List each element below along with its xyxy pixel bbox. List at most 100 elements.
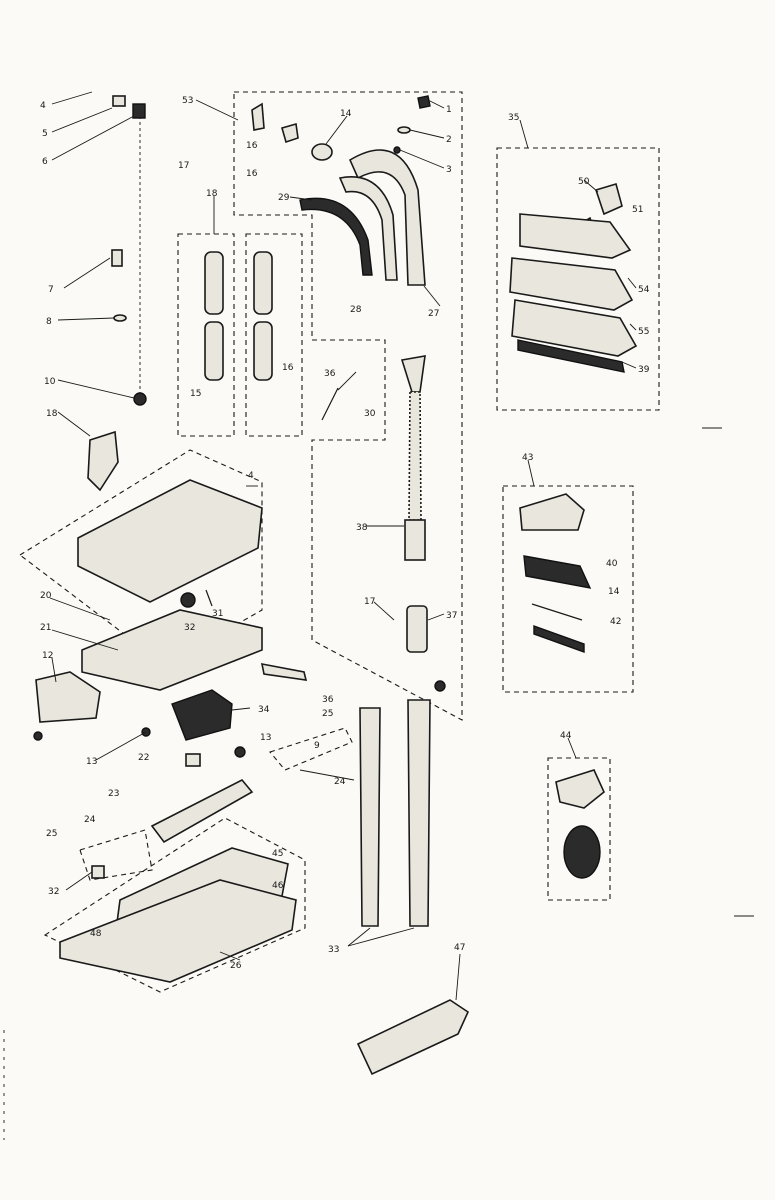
callout-20: 20 bbox=[40, 591, 52, 601]
callout-22: 22 bbox=[138, 753, 149, 763]
brush-cover-part bbox=[519, 213, 632, 259]
callout-34: 34 bbox=[258, 705, 270, 715]
upholstery-tool-part bbox=[519, 493, 585, 531]
callout-5: 5 bbox=[42, 129, 48, 139]
canister-lid-part bbox=[77, 479, 263, 603]
callout-1: 1 bbox=[446, 105, 452, 115]
callout-28: 28 bbox=[350, 305, 362, 315]
callout-50: 50 bbox=[578, 177, 590, 187]
wand-coupler-part bbox=[404, 519, 426, 561]
upholstery-wire-part bbox=[531, 603, 583, 621]
callout-18: 18 bbox=[206, 189, 218, 199]
callout-42: 42 bbox=[610, 617, 621, 627]
hose-swivel-part bbox=[281, 122, 299, 144]
flex-wand-part bbox=[408, 391, 422, 521]
callout-38: 38 bbox=[356, 523, 368, 533]
brush-frame-part bbox=[511, 299, 638, 357]
motor-bolt-part bbox=[234, 746, 246, 758]
callout-26: 26 bbox=[230, 961, 242, 971]
callout-37: 37 bbox=[446, 611, 457, 621]
callout-17: 17 bbox=[364, 597, 375, 607]
callout-7: 7 bbox=[48, 285, 54, 295]
callout-16: 16 bbox=[246, 141, 258, 151]
brush-bristle-part bbox=[517, 339, 625, 373]
callout-51: 51 bbox=[632, 205, 643, 215]
hose-nut-part bbox=[311, 143, 333, 161]
callout-47: 47 bbox=[454, 943, 465, 953]
powerhead-outline bbox=[43, 817, 306, 993]
callout-27: 27 bbox=[428, 309, 439, 319]
callout-17: 17 bbox=[178, 161, 189, 171]
hose-group-outline bbox=[233, 91, 463, 721]
floor-brush-outline bbox=[496, 147, 660, 411]
callout-35: 35 bbox=[508, 113, 519, 123]
canister-base-part bbox=[81, 609, 263, 691]
upholstery-brush-part bbox=[533, 625, 585, 653]
callout-43: 43 bbox=[522, 453, 533, 463]
callout-24: 24 bbox=[334, 777, 346, 787]
wand-nozzle-part bbox=[400, 355, 426, 393]
callout-24: 24 bbox=[84, 815, 96, 825]
callout-46: 46 bbox=[272, 881, 284, 891]
exhaust-cover-part bbox=[35, 671, 101, 723]
callout-8: 8 bbox=[46, 317, 52, 327]
cord-clip-part bbox=[112, 95, 126, 107]
callout-53: 53 bbox=[182, 96, 193, 106]
hose-clamp-part bbox=[417, 95, 431, 109]
callout-12: 12 bbox=[42, 651, 53, 661]
motor-assembly-part bbox=[171, 689, 233, 741]
hose-section-part bbox=[338, 176, 398, 281]
plate-outline bbox=[79, 829, 153, 881]
callout-16: 16 bbox=[246, 169, 258, 179]
powerhead-base-part bbox=[59, 879, 297, 983]
callout-36: 36 bbox=[324, 369, 336, 379]
cord-reel-part bbox=[260, 662, 308, 681]
callout-32: 32 bbox=[184, 623, 195, 633]
cord-plug-part bbox=[133, 392, 147, 406]
callout-4: 4 bbox=[40, 101, 46, 111]
upholstery-insert-part bbox=[523, 555, 592, 589]
motor-outline bbox=[269, 727, 353, 771]
bracket-part bbox=[185, 753, 201, 767]
callout-45: 45 bbox=[272, 849, 283, 859]
hose-screw-part bbox=[393, 146, 401, 154]
handle-grip-left-lower-part bbox=[204, 321, 224, 381]
callout-23: 23 bbox=[108, 789, 119, 799]
hose-fitting-part bbox=[251, 102, 265, 131]
base-foot-part bbox=[33, 731, 43, 741]
callout-18: 18 bbox=[46, 409, 58, 419]
handle-left-outline bbox=[177, 233, 235, 437]
crevice-filter-part bbox=[563, 825, 601, 879]
callout-15: 15 bbox=[190, 389, 201, 399]
hose-cuff-part bbox=[87, 430, 119, 492]
dusting-tool-part bbox=[356, 999, 470, 1076]
callout-31: 31 bbox=[212, 609, 223, 619]
wand-tip-screw-part bbox=[434, 680, 446, 692]
handle-right-outline bbox=[245, 233, 303, 437]
handle-grip-right-lower-part bbox=[253, 321, 273, 381]
callout-21: 21 bbox=[40, 623, 51, 633]
crevice-tool-outline bbox=[547, 757, 611, 901]
upholstery-tool-outline bbox=[502, 485, 634, 693]
canister-knob-part bbox=[180, 592, 196, 608]
callout-10: 10 bbox=[44, 377, 56, 387]
callout-3: 3 bbox=[446, 165, 452, 175]
callout-25: 25 bbox=[322, 709, 333, 719]
callout-13: 13 bbox=[260, 733, 271, 743]
canister-latch-part bbox=[205, 589, 213, 607]
callout-36: 36 bbox=[322, 695, 334, 705]
callout-32: 32 bbox=[48, 887, 59, 897]
callout-16: 16 bbox=[282, 363, 294, 373]
extension-wand-right-part bbox=[407, 699, 431, 927]
hose-curve-part bbox=[299, 197, 373, 276]
hose-bend-part bbox=[348, 149, 426, 286]
wand-tip-part bbox=[406, 605, 428, 653]
callout-9: 9 bbox=[314, 741, 320, 751]
brush-fitting-part bbox=[594, 182, 623, 216]
callout-6: 6 bbox=[42, 157, 48, 167]
handle-grip-right-part bbox=[253, 251, 273, 315]
callout-14: 14 bbox=[340, 109, 352, 119]
callout-labels: 4 5 6 17 53 14 1 2 3 16 16 29 35 50 51 5… bbox=[40, 96, 650, 971]
callout-4: 4 bbox=[248, 471, 254, 481]
